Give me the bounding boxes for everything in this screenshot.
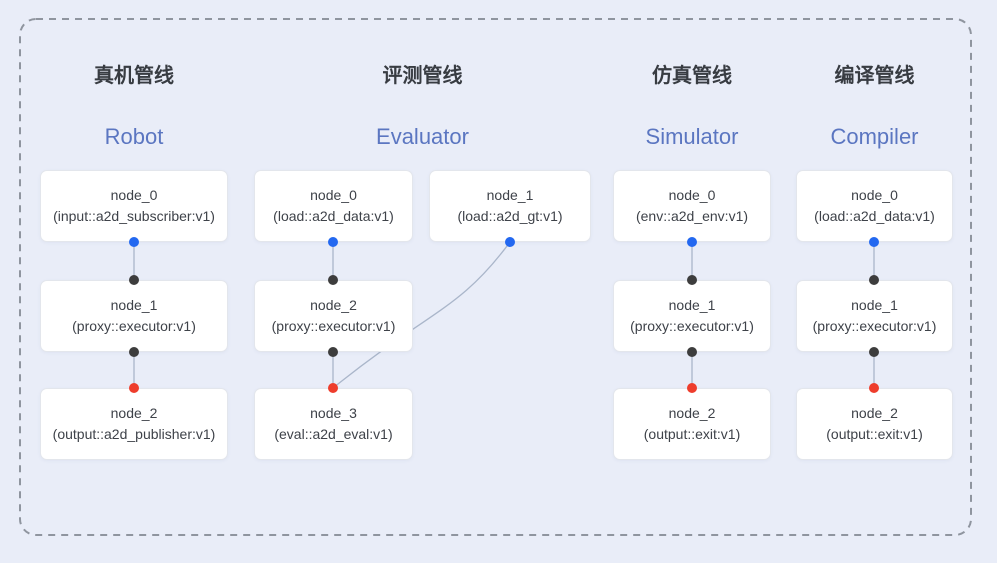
edge-evaluator-n1-n3-curve	[332, 241, 511, 389]
node-name: node_1	[110, 297, 158, 313]
node-name: node_2	[668, 405, 716, 421]
node-name: node_0	[110, 187, 158, 203]
node-name: node_2	[110, 405, 158, 421]
node-type: (load::a2d_gt:v1)	[457, 208, 563, 224]
node-name: node_0	[851, 187, 898, 203]
node-robot-0: node_0 (input::a2d_subscriber:v1)	[40, 170, 228, 242]
node-compiler-2: node_2 (output::exit:v1)	[796, 388, 953, 460]
pipeline-evaluator-title-zh: 评测管线	[382, 65, 463, 87]
port-output-dot	[505, 237, 515, 247]
node-type: (load::a2d_data:v1)	[814, 208, 935, 224]
node-type: (load::a2d_data:v1)	[273, 208, 394, 224]
node-robot-2: node_2 (output::a2d_publisher:v1)	[40, 388, 228, 460]
node-compiler-0: node_0 (load::a2d_data:v1)	[796, 170, 953, 242]
port-input-dot	[869, 347, 879, 357]
port-input-dot	[328, 347, 338, 357]
pipeline-compiler-title-zh: 编译管线	[834, 65, 915, 87]
pipeline-simulator-title-en: Simulator	[645, 124, 739, 149]
port-input-dot	[687, 347, 697, 357]
port-output-dot	[129, 237, 139, 247]
node-name: node_1	[851, 297, 898, 313]
port-input-dot	[687, 275, 697, 285]
pipeline-robot-title-en: Robot	[104, 124, 164, 149]
node-type: (env::a2d_env:v1)	[635, 208, 749, 224]
port-final-dot	[869, 383, 879, 393]
node-name: node_0	[668, 187, 716, 203]
node-type: (output::a2d_publisher:v1)	[52, 426, 216, 442]
node-name: node_0	[310, 187, 357, 203]
pipeline-robot-title-zh: 真机管线	[94, 65, 174, 87]
node-type: (output::exit:v1)	[643, 426, 741, 442]
node-type: (input::a2d_subscriber:v1)	[53, 208, 215, 224]
node-type: (proxy::executor:v1)	[630, 318, 754, 334]
node-type: (output::exit:v1)	[826, 426, 923, 442]
node-type: (proxy::executor:v1)	[72, 318, 196, 334]
port-input-dot	[129, 275, 139, 285]
node-evaluator-1: node_1 (load::a2d_gt:v1)	[429, 170, 591, 242]
port-final-dot	[687, 383, 697, 393]
port-input-dot	[328, 275, 338, 285]
port-output-dot	[328, 237, 338, 247]
port-output-dot	[687, 237, 697, 247]
port-input-dot	[869, 275, 879, 285]
node-compiler-1: node_1 (proxy::executor:v1)	[796, 280, 953, 352]
node-simulator-1: node_1 (proxy::executor:v1)	[613, 280, 771, 352]
node-robot-1: node_1 (proxy::executor:v1)	[40, 280, 228, 352]
port-input-dot	[129, 347, 139, 357]
pipeline-simulator-title-zh: 仿真管线	[652, 65, 732, 87]
node-evaluator-0: node_0 (load::a2d_data:v1)	[254, 170, 413, 242]
node-type: (proxy::executor:v1)	[271, 318, 396, 334]
port-final-dot	[129, 383, 139, 393]
node-type: (proxy::executor:v1)	[812, 318, 937, 334]
port-final-dot	[328, 383, 338, 393]
node-name: node_1	[668, 297, 716, 313]
pipeline-evaluator-title-en: Evaluator	[376, 124, 469, 149]
node-type: (eval::a2d_eval:v1)	[274, 426, 393, 442]
node-simulator-0: node_0 (env::a2d_env:v1)	[613, 170, 771, 242]
node-name: node_3	[310, 405, 357, 421]
node-name: node_1	[486, 187, 534, 203]
node-name: node_2	[310, 297, 357, 313]
pipeline-compiler-title-en: Compiler	[830, 124, 919, 149]
node-evaluator-3: node_3 (eval::a2d_eval:v1)	[254, 388, 413, 460]
node-simulator-2: node_2 (output::exit:v1)	[613, 388, 771, 460]
node-name: node_2	[851, 405, 898, 421]
dashed-frame	[19, 18, 972, 536]
port-output-dot	[869, 237, 879, 247]
